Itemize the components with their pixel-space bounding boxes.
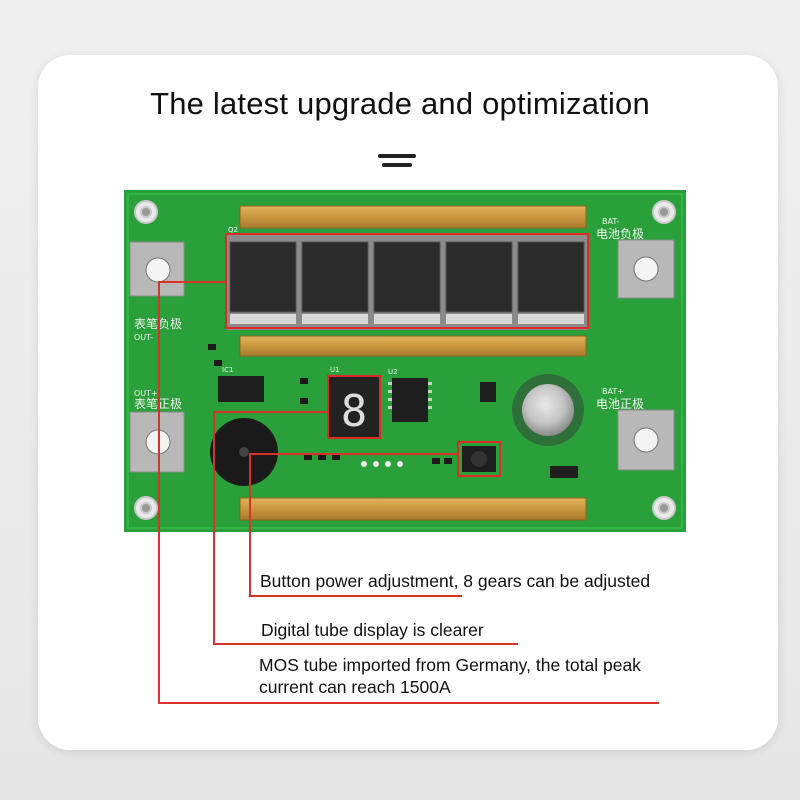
pcb-board-image: 8 BAT- 电池负极 [124, 190, 686, 532]
mounting-holes [134, 200, 676, 520]
leader-line-mosfet [158, 281, 659, 704]
menu-icon[interactable] [378, 154, 416, 180]
digit-readout: 8 [341, 386, 368, 437]
ic1-chip [218, 376, 264, 402]
gold-bar-top [239, 205, 587, 229]
label-u2: U2 [388, 368, 398, 376]
callout-mos-line-2: current can reach 1500A [259, 677, 451, 697]
page-title: The latest upgrade and optimization [150, 86, 650, 121]
adjust-button [457, 441, 501, 477]
label-bat-pos: BAT+ [602, 387, 624, 396]
label-out-pos: OUT+ [134, 389, 158, 398]
u2-chip [392, 378, 428, 422]
label-bat-neg-cn: 电池负极 [596, 227, 644, 241]
terminal-pads [129, 239, 675, 473]
callout-button-power: Button power adjustment, 8 gears can be … [260, 571, 651, 591]
capacitor [512, 374, 584, 446]
label-bat-neg: BAT- [602, 217, 619, 226]
seven-segment-display: 8 [327, 375, 381, 439]
label-bat-pos-cn: 电池正极 [596, 397, 644, 411]
label-u1: U1 [330, 366, 340, 374]
callout-mos-tube: MOS tube imported from Germany, the tota… [259, 654, 641, 698]
gold-bar-middle [239, 335, 587, 357]
gold-bar-bottom [239, 497, 587, 521]
label-q2: Q2 [228, 226, 238, 234]
callout-mos-line-1: MOS tube imported from Germany, the tota… [259, 655, 641, 675]
leader-line-button [249, 453, 462, 597]
label-out-neg: OUT- [134, 333, 153, 342]
leader-line-display [213, 411, 518, 645]
callout-digital-tube: Digital tube display is clearer [261, 620, 484, 640]
label-ic1: IC1 [222, 366, 233, 374]
mosfet-row [225, 233, 589, 330]
